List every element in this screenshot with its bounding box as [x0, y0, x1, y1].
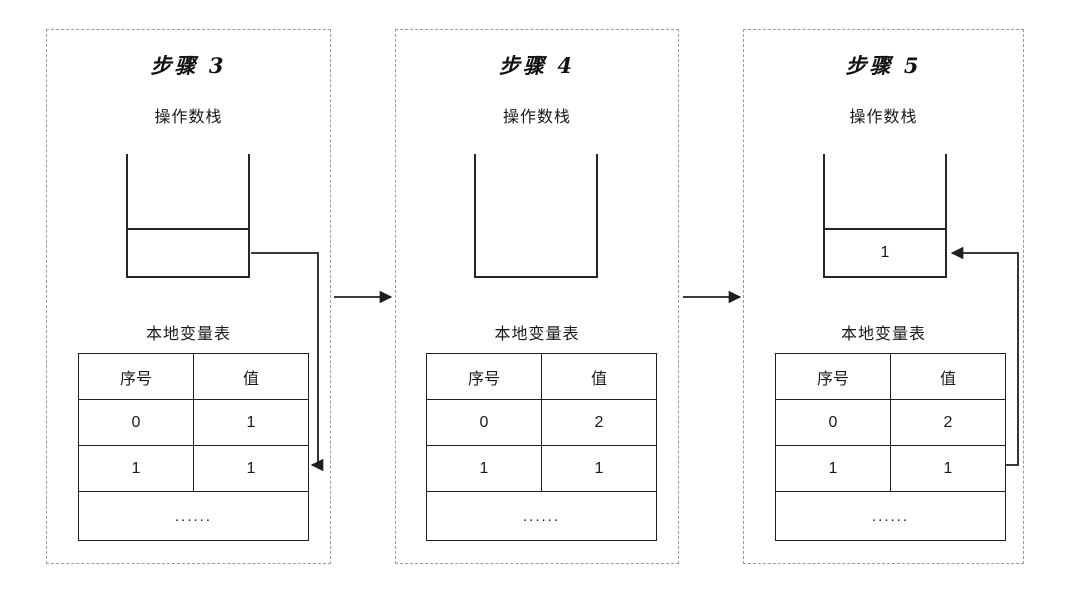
- table-cell-index: 1: [775, 445, 891, 492]
- table-header-index: 序号: [78, 353, 194, 400]
- table-header-row: 序号 值: [78, 353, 309, 400]
- step-panel-2: 步骤 4 操作数栈 本地变量表 序号 值 0 2 1 1 ......: [395, 29, 679, 564]
- table-row: 1 1: [78, 445, 309, 492]
- table-ellipsis: ......: [78, 491, 309, 541]
- table-ellipsis-row: ......: [426, 491, 657, 541]
- table-cell-value: 2: [541, 399, 657, 446]
- operand-stack-label-1: 操作数栈: [154, 109, 223, 126]
- table-row: 0 1: [78, 399, 309, 446]
- local-variable-table-label-3: 本地变量表: [840, 326, 926, 343]
- step-title-3: 步骤 5: [845, 53, 922, 78]
- table-header-value: 值: [541, 353, 657, 400]
- table-cell-value: 1: [193, 399, 309, 446]
- table-cell-index: 0: [426, 399, 542, 446]
- local-variable-table-2: 序号 值 0 2 1 1 ......: [426, 353, 657, 541]
- operand-stack-2: [474, 154, 598, 278]
- table-ellipsis: ......: [426, 491, 657, 541]
- table-row: 1 1: [426, 445, 657, 492]
- operand-stack-label-2: 操作数栈: [502, 109, 571, 126]
- local-variable-table-label-2: 本地变量表: [494, 326, 580, 343]
- table-cell-index: 1: [78, 445, 194, 492]
- table-header-value: 值: [193, 353, 309, 400]
- table-cell-index: 0: [78, 399, 194, 446]
- table-header-index: 序号: [775, 353, 891, 400]
- table-cell-value: 2: [890, 399, 1006, 446]
- table-cell-value: 1: [193, 445, 309, 492]
- table-row: 0 2: [775, 399, 1006, 446]
- step-title-2: 步骤 4: [499, 53, 575, 78]
- step-panel-1: 步骤 3 操作数栈 本地变量表 序号 值 0 1 1 1 ......: [46, 29, 331, 564]
- operand-stack-3: 1: [823, 154, 947, 278]
- step-title-1: 步骤 3: [150, 53, 227, 78]
- table-cell-value: 1: [890, 445, 1006, 492]
- operand-stack-label-3: 操作数栈: [849, 109, 918, 126]
- step-panel-3: 步骤 5 操作数栈 1 本地变量表 序号 值 0 2 1 1 ......: [743, 29, 1024, 564]
- local-variable-table-label-1: 本地变量表: [145, 326, 231, 343]
- operand-stack-cell-3-0: 1: [823, 228, 947, 276]
- table-ellipsis: ......: [775, 491, 1006, 541]
- local-variable-table-1: 序号 值 0 1 1 1 ......: [78, 353, 309, 541]
- local-variable-table-3: 序号 值 0 2 1 1 ......: [775, 353, 1006, 541]
- table-cell-index: 1: [426, 445, 542, 492]
- table-header-row: 序号 值: [426, 353, 657, 400]
- table-header-value: 值: [890, 353, 1006, 400]
- table-row: 1 1: [775, 445, 1006, 492]
- table-header-row: 序号 值: [775, 353, 1006, 400]
- table-ellipsis-row: ......: [78, 491, 309, 541]
- operand-stack-1: [126, 154, 250, 278]
- table-ellipsis-row: ......: [775, 491, 1006, 541]
- table-cell-index: 0: [775, 399, 891, 446]
- operand-stack-cell-1-0: [126, 228, 250, 276]
- table-header-index: 序号: [426, 353, 542, 400]
- table-row: 0 2: [426, 399, 657, 446]
- table-cell-value: 1: [541, 445, 657, 492]
